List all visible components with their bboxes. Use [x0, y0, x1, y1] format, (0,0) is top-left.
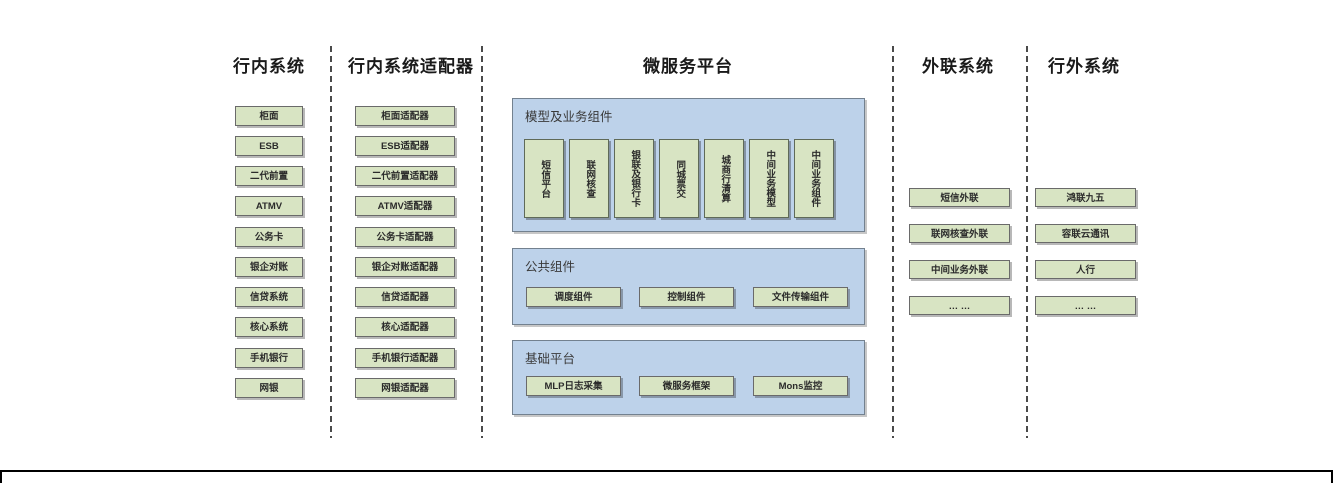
diagram-node: 同城票交 [659, 139, 699, 218]
diagram-node: 网银适配器 [355, 378, 455, 398]
diagram-node: 容联云通讯 [1035, 224, 1136, 243]
diagram-node: 银联及银行卡 [614, 139, 654, 218]
diagram-node: 手机银行适配器 [355, 348, 455, 368]
column-header-external-link-systems: 外联系统 [922, 57, 994, 76]
diagram-node: 联网核查外联 [909, 224, 1010, 243]
diagram-node: 控制组件 [639, 287, 734, 307]
column-divider [892, 46, 894, 438]
platform-group-model-business: 模型及业务组件 短信平台 联网核查 银联及银行卡 同城票交 城商行清算 中间业务… [512, 98, 865, 232]
group-title: 基础平台 [525, 352, 576, 366]
diagram-node: 手机银行 [235, 348, 303, 368]
diagram-node: 联网核查 [569, 139, 609, 218]
diagram-node: Mons监控 [753, 376, 848, 396]
diagram-node: 短信外联 [909, 188, 1010, 207]
diagram-node: 核心系统 [235, 317, 303, 337]
column-header-internal-adapters: 行内系统适配器 [348, 57, 474, 76]
diagram-node: 信贷适配器 [355, 287, 455, 307]
diagram-node: 银企对账适配器 [355, 257, 455, 277]
diagram-node: 网银 [235, 378, 303, 398]
diagram-node: 银企对账 [235, 257, 303, 277]
frame-edge-right [1331, 470, 1333, 483]
frame-edge-left [0, 470, 2, 483]
diagram-node: ATMV [235, 196, 303, 216]
column-header-microservice-platform: 微服务平台 [643, 57, 733, 76]
diagram-node: … … [1035, 296, 1136, 315]
diagram-node: 柜面适配器 [355, 106, 455, 126]
bottom-rule [0, 470, 1333, 472]
diagram-node: MLP日志采集 [526, 376, 621, 396]
diagram-node: 中间业务组件 [794, 139, 834, 218]
platform-group-base-platform: 基础平台 MLP日志采集 微服务框架 Mons监控 [512, 340, 865, 415]
group-title: 模型及业务组件 [525, 110, 613, 124]
column-divider [481, 46, 483, 438]
diagram-node: 二代前置适配器 [355, 166, 455, 186]
diagram-node: … … [909, 296, 1010, 315]
diagram-node: 二代前置 [235, 166, 303, 186]
diagram-node: 城商行清算 [704, 139, 744, 218]
diagram-node: 鸿联九五 [1035, 188, 1136, 207]
diagram-node: 文件传输组件 [753, 287, 848, 307]
diagram-node: ATMV适配器 [355, 196, 455, 216]
diagram-node: 调度组件 [526, 287, 621, 307]
diagram-node: 微服务框架 [639, 376, 734, 396]
column-divider [1026, 46, 1028, 438]
diagram-node: 公务卡适配器 [355, 227, 455, 247]
diagram-node: 短信平台 [524, 139, 564, 218]
diagram-node: 人行 [1035, 260, 1136, 279]
group-title: 公共组件 [525, 260, 576, 274]
column-header-outside-systems: 行外系统 [1048, 57, 1120, 76]
diagram-node: 中间业务外联 [909, 260, 1010, 279]
diagram-node: 信贷系统 [235, 287, 303, 307]
diagram-node: 柜面 [235, 106, 303, 126]
diagram-node: 中间业务模型 [749, 139, 789, 218]
column-header-internal-systems: 行内系统 [233, 57, 305, 76]
diagram-node: ESB [235, 136, 303, 156]
diagram-node: ESB适配器 [355, 136, 455, 156]
column-divider [330, 46, 332, 438]
platform-group-common-components: 公共组件 调度组件 控制组件 文件传输组件 [512, 248, 865, 325]
diagram-node: 公务卡 [235, 227, 303, 247]
diagram-node: 核心适配器 [355, 317, 455, 337]
